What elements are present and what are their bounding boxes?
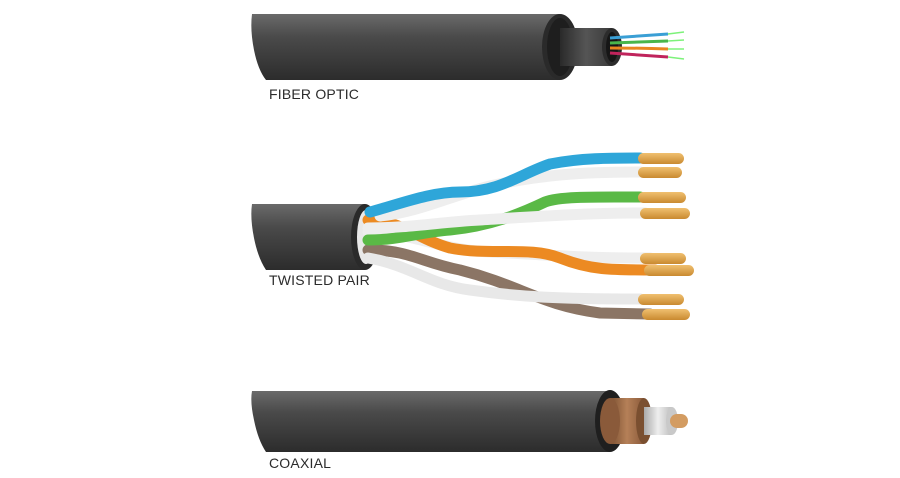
fiber-strands (609, 31, 685, 60)
copper-tips (638, 153, 694, 320)
coax-core (670, 414, 688, 428)
coax-jacket (251, 391, 611, 452)
fiber-optic-cable-icon (251, 14, 685, 80)
wire-blue (364, 152, 646, 218)
twisted-jacket (251, 204, 365, 270)
fiber-optic-label: FIBER OPTIC (269, 86, 360, 102)
wire-brown (362, 244, 656, 320)
twisted-pair-cable-icon (251, 152, 694, 320)
coaxial-label: COAXIAL (269, 455, 332, 471)
wire-green-white (362, 207, 651, 234)
coax-dielectric (644, 407, 672, 435)
fiber-inner-tube (560, 28, 612, 66)
fiber-jacket (251, 14, 561, 80)
wire-brown-white (362, 252, 646, 305)
twisted-pair-label: TWISTED PAIR (269, 272, 370, 288)
coaxial-cable-icon (251, 390, 688, 452)
